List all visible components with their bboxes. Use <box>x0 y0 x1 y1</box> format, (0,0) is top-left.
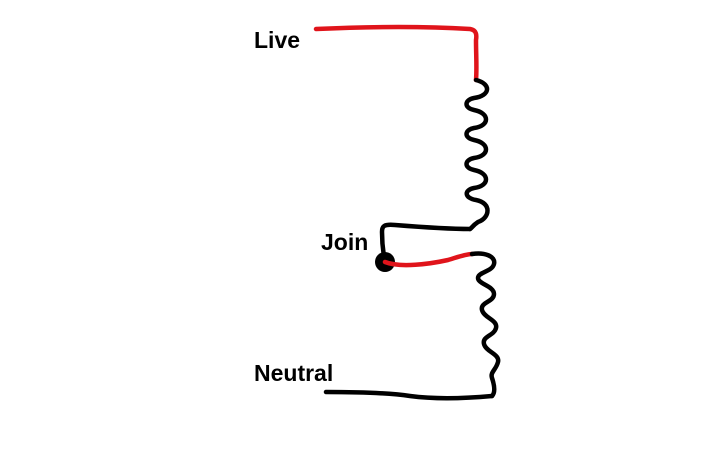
live-wire <box>313 24 479 83</box>
join-label: Join <box>321 229 368 255</box>
neutral-wire <box>323 389 495 401</box>
upper-coil <box>464 77 490 232</box>
live-label: Live <box>254 27 300 53</box>
join-bridge-wire <box>382 251 475 268</box>
upper-coil-lead <box>379 222 473 265</box>
lower-coil <box>469 251 501 399</box>
neutral-label: Neutral <box>254 360 333 386</box>
